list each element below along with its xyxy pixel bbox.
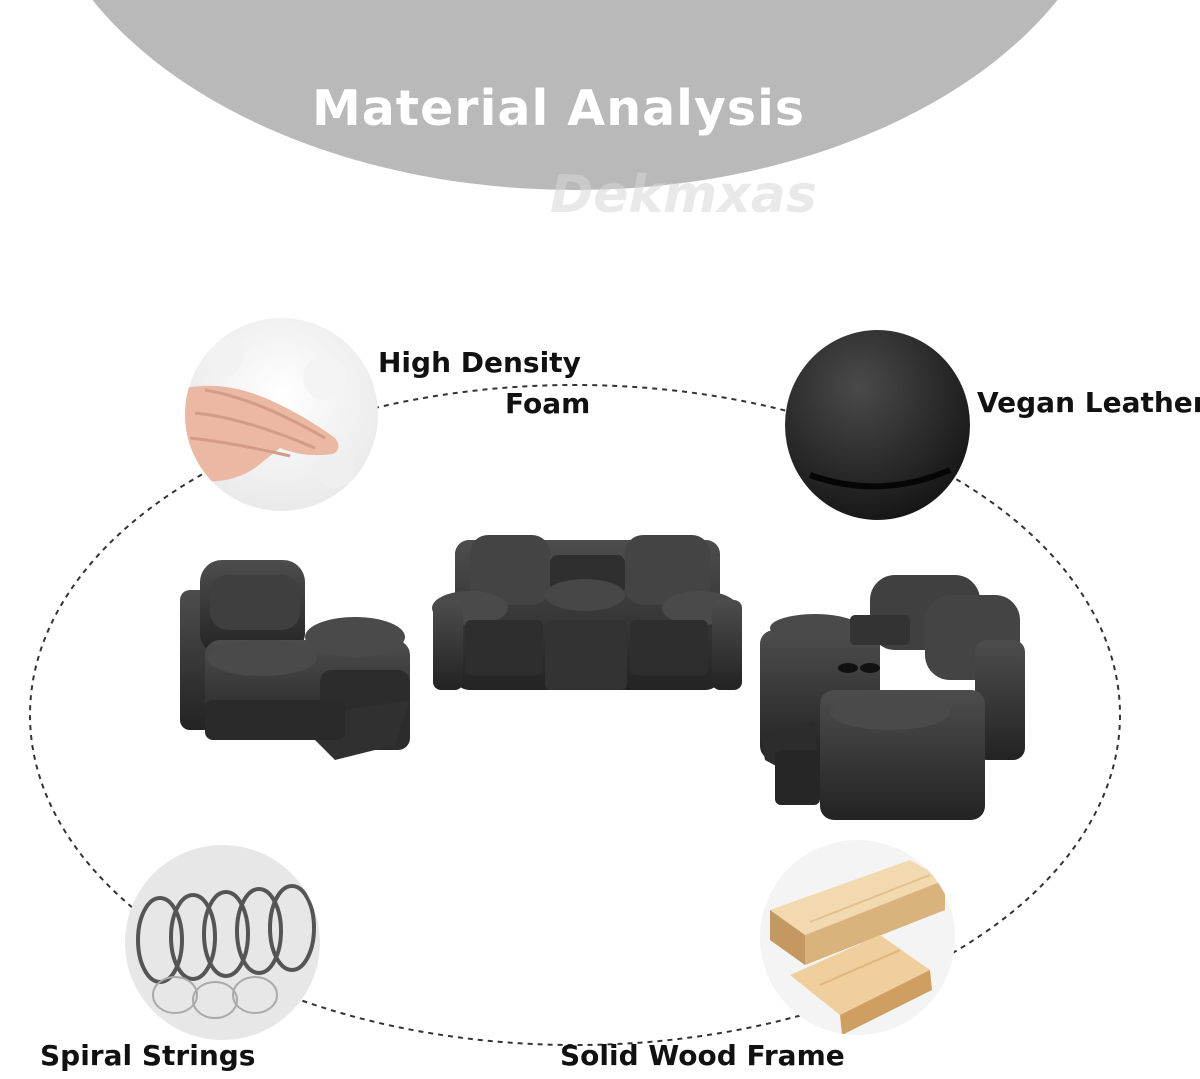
wood-thumbnail <box>760 840 955 1035</box>
recliner-loveseat <box>760 575 1025 820</box>
page-title: Material Analysis <box>311 80 806 137</box>
foam-hand-icon <box>185 318 378 511</box>
foam-thumbnail <box>185 318 378 511</box>
wood-planks-icon <box>760 840 955 1035</box>
springs-thumbnail <box>125 845 320 1040</box>
spiral-spring-icon <box>125 845 320 1040</box>
leather-thumbnail <box>785 330 970 520</box>
recliner-sofa <box>432 535 742 690</box>
leather-swatch-icon <box>785 330 970 520</box>
feature-label-wood: Solid Wood Frame <box>560 1039 845 1072</box>
feature-label-foam-line2: Foam <box>505 387 591 420</box>
brand-watermark: Dekmxas <box>550 165 817 225</box>
feature-label-leather: Vegan Leather <box>977 386 1200 419</box>
recliner-chair <box>180 560 410 760</box>
feature-label-springs: Spiral Strings <box>40 1039 256 1072</box>
feature-label-foam: High Density <box>378 346 581 379</box>
